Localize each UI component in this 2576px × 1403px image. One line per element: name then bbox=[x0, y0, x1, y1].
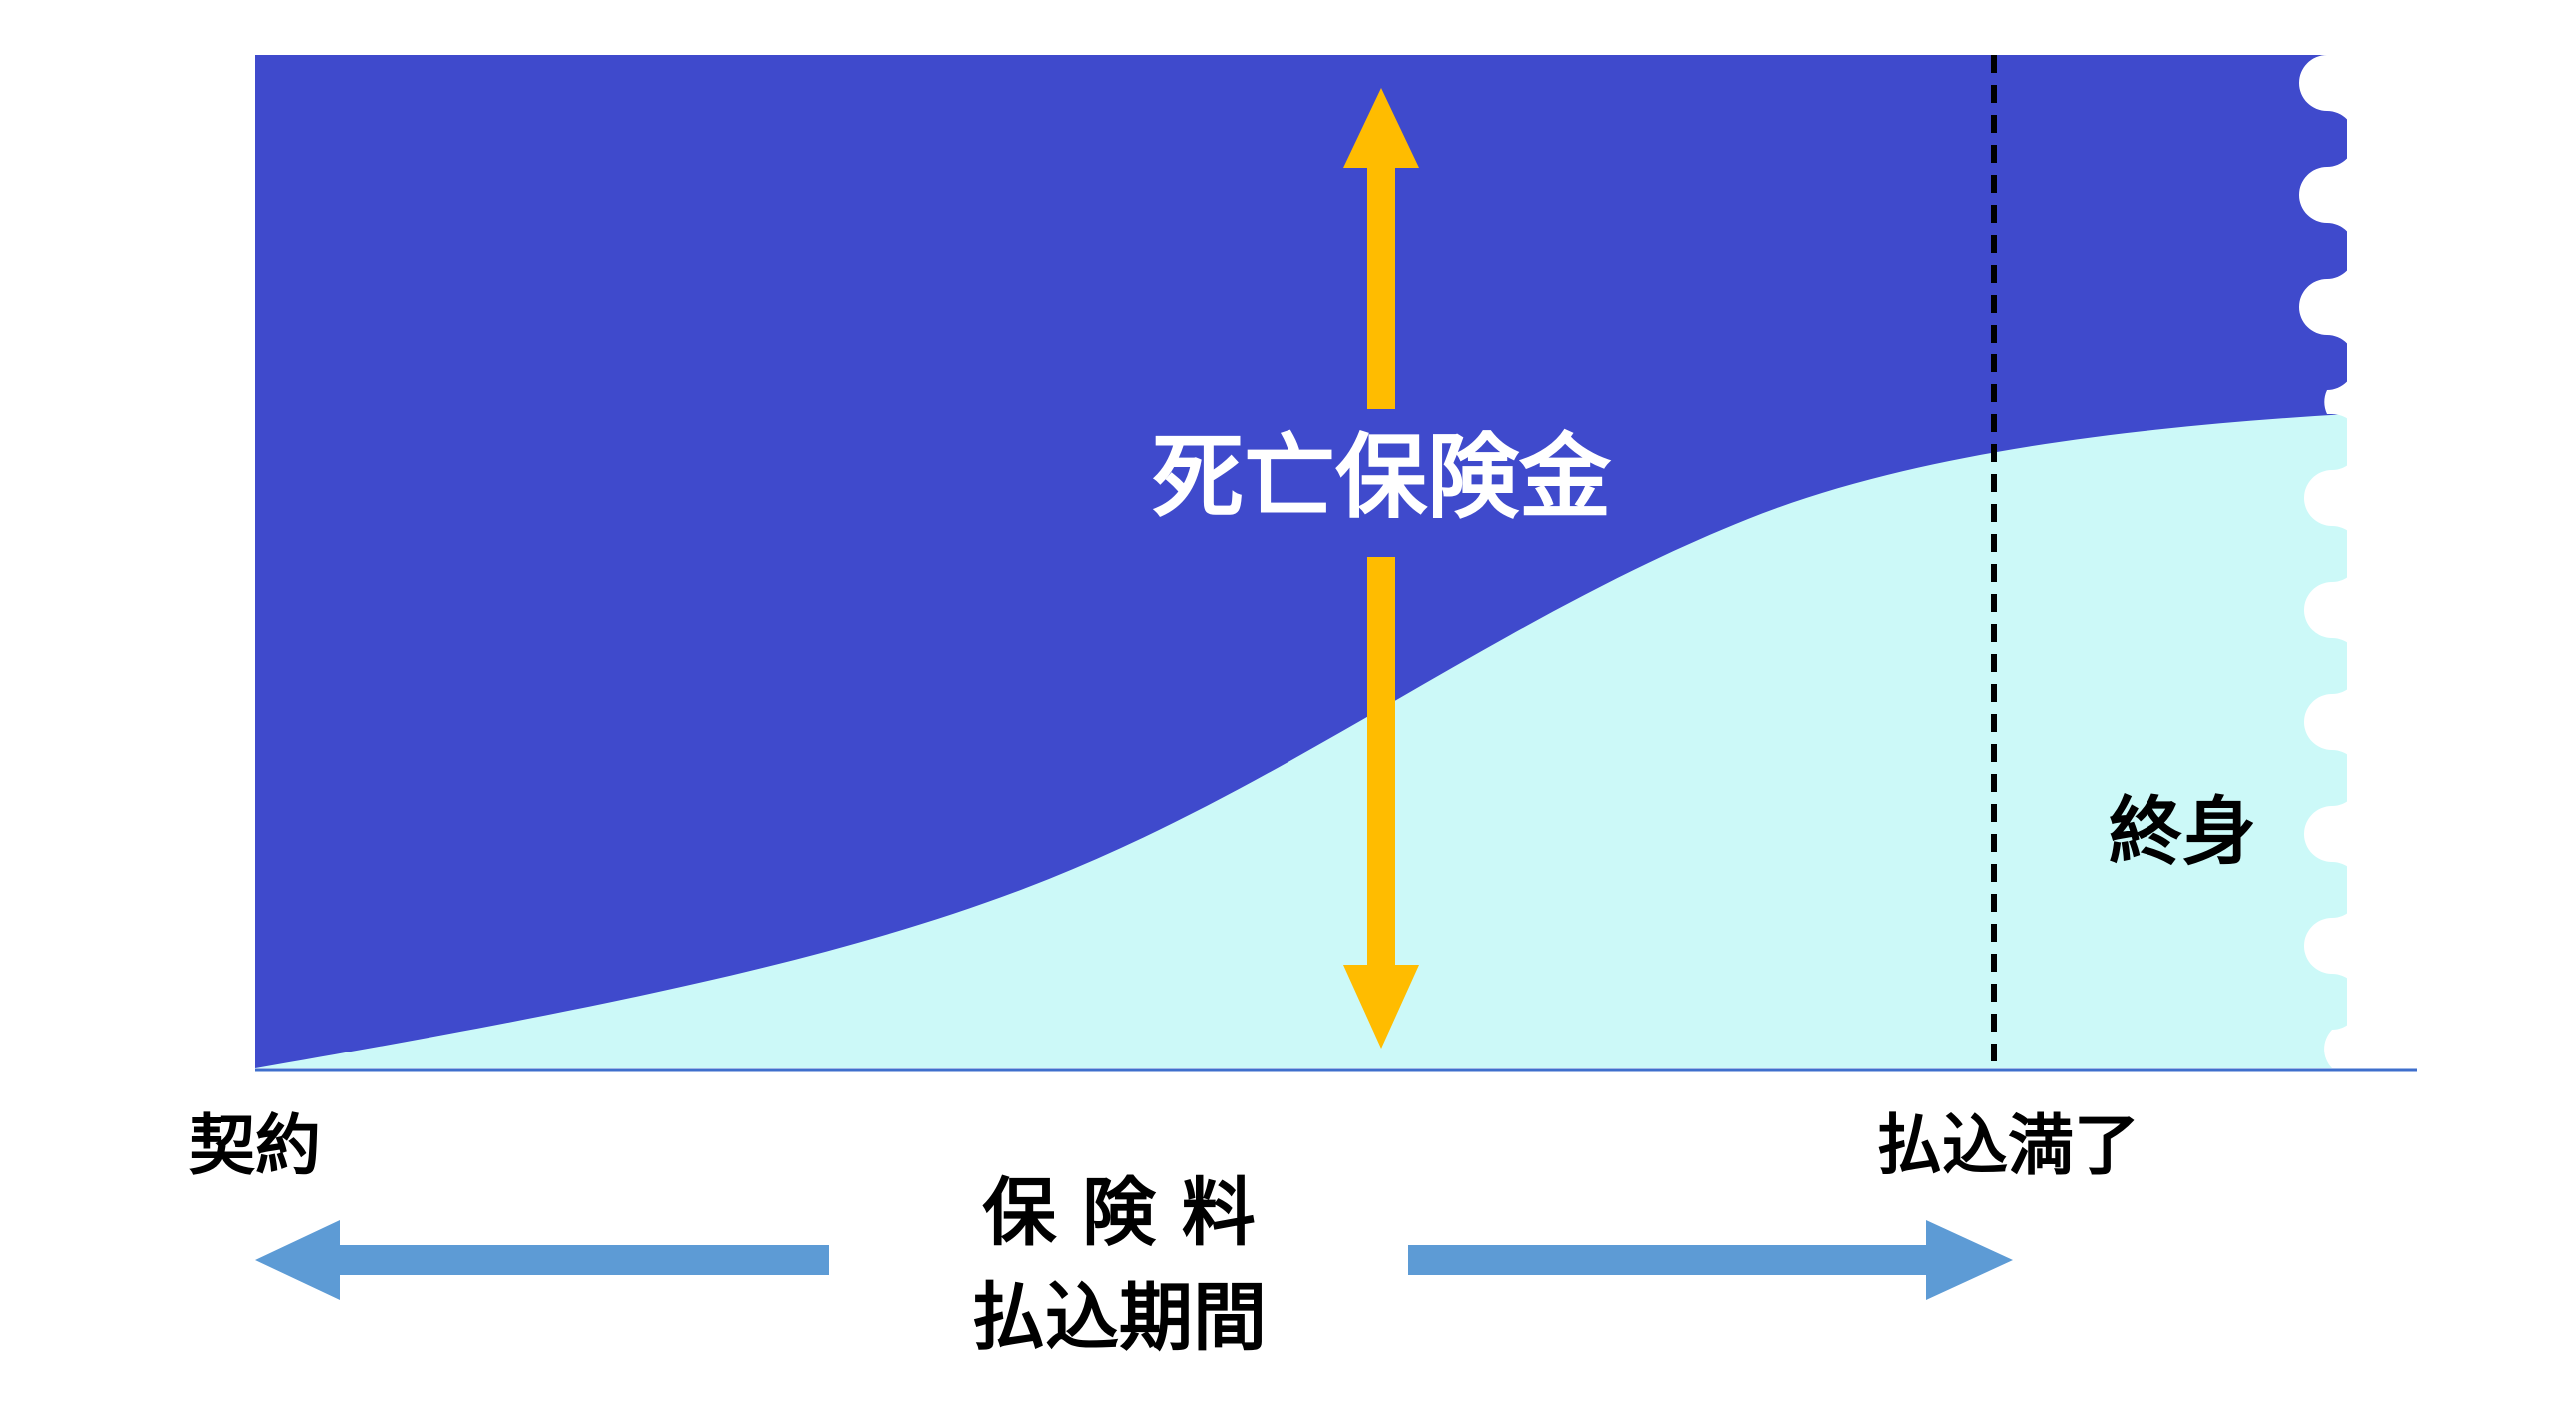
death-benefit-arrow-down-head bbox=[1343, 965, 1419, 1049]
left-arrow-head bbox=[255, 1220, 340, 1300]
premium-label: 保 険 料 bbox=[982, 1170, 1256, 1256]
right-arrow-head bbox=[1926, 1220, 2013, 1300]
scalloped-edge-light bbox=[2304, 414, 2397, 1068]
death-benefit-arrow-up-head bbox=[1343, 88, 1419, 168]
whole-life-label: 終身 bbox=[2109, 789, 2256, 875]
cash-value-area bbox=[255, 414, 2347, 1068]
left-arrow-shaft bbox=[338, 1245, 829, 1275]
payment-period-left-arrow bbox=[255, 1220, 829, 1300]
payment-period-label: 払込期間 bbox=[971, 1275, 1267, 1361]
death-benefit-label: 死亡保険金 bbox=[1152, 424, 1612, 531]
payment-complete-label: 払込満了 bbox=[1876, 1107, 2140, 1184]
scalloped-edge-dark bbox=[2299, 55, 2397, 414]
payment-period-right-arrow bbox=[1408, 1220, 2013, 1300]
death-benefit-arrow-lower-shaft bbox=[1367, 557, 1395, 969]
death-benefit-arrow-upper-shaft bbox=[1367, 164, 1395, 409]
death-benefit-arrow bbox=[1343, 88, 1419, 1049]
right-arrow-shaft bbox=[1408, 1245, 1928, 1275]
contract-label: 契約 bbox=[189, 1107, 321, 1184]
